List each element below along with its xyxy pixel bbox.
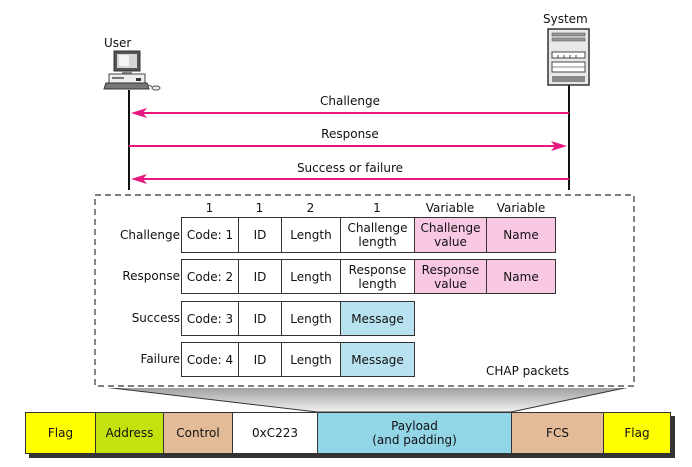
field-code: Code: 2 bbox=[181, 259, 239, 294]
field-message: Message bbox=[340, 342, 415, 377]
response-arrow bbox=[129, 141, 567, 151]
field-code: Code: 4 bbox=[181, 342, 239, 377]
field-size: 1 bbox=[373, 201, 381, 215]
frame-protocol: 0xC223 bbox=[232, 412, 318, 454]
system-label: System bbox=[543, 12, 588, 26]
field-length: Length bbox=[281, 301, 341, 336]
success-failure-arrow bbox=[131, 174, 569, 184]
packet-name: Response bbox=[122, 269, 180, 283]
user-label: User bbox=[104, 36, 132, 50]
message-label-challenge: Challenge bbox=[320, 94, 380, 108]
field-length: Length bbox=[281, 342, 341, 377]
message-label-response: Response bbox=[321, 127, 379, 141]
frame-control: Control bbox=[163, 412, 233, 454]
field-size: 2 bbox=[306, 201, 315, 215]
frame-flag-end: Flag bbox=[603, 412, 671, 454]
field-code: Code: 3 bbox=[181, 301, 239, 336]
field-length: Length bbox=[281, 259, 341, 294]
server-tower-icon bbox=[547, 28, 590, 86]
field-size: 1 bbox=[255, 201, 264, 215]
frame-address: Address bbox=[95, 412, 164, 454]
frame-payload: Payload (and padding) bbox=[317, 412, 512, 454]
field-message: Message bbox=[340, 301, 415, 336]
field-name: Name bbox=[486, 259, 556, 294]
packet-name: Success bbox=[131, 311, 180, 325]
packet-name: Challenge bbox=[120, 228, 180, 242]
field-size: 1 bbox=[205, 201, 214, 215]
field-id: ID bbox=[238, 217, 282, 253]
field-code: Code: 1 bbox=[181, 217, 239, 253]
field-length: Length bbox=[281, 217, 341, 253]
field-id: ID bbox=[238, 259, 282, 294]
field-id: ID bbox=[238, 301, 282, 336]
chap-packets-caption: CHAP packets bbox=[486, 364, 570, 378]
message-label-success-failure: Success or failure bbox=[296, 161, 404, 175]
payload-sublabel: (and padding) bbox=[372, 433, 457, 447]
field-size: Variable bbox=[496, 201, 546, 215]
field-size: Variable bbox=[425, 201, 475, 215]
field-challenge-value: Challenge value bbox=[414, 217, 487, 253]
field-id: ID bbox=[238, 342, 282, 377]
challenge-arrow bbox=[131, 108, 569, 118]
frame-flag-start: Flag bbox=[25, 412, 96, 454]
projection-wedge bbox=[94, 385, 635, 413]
field-response-value: Response value bbox=[414, 259, 487, 294]
field-challenge-length: Challenge length bbox=[340, 217, 415, 253]
field-name: Name bbox=[486, 217, 556, 253]
frame-fcs: FCS bbox=[511, 412, 604, 454]
packet-name: Failure bbox=[140, 352, 180, 366]
desktop-computer-icon bbox=[103, 50, 161, 91]
field-response-length: Response length bbox=[340, 259, 415, 294]
payload-label: Payload bbox=[391, 419, 438, 433]
